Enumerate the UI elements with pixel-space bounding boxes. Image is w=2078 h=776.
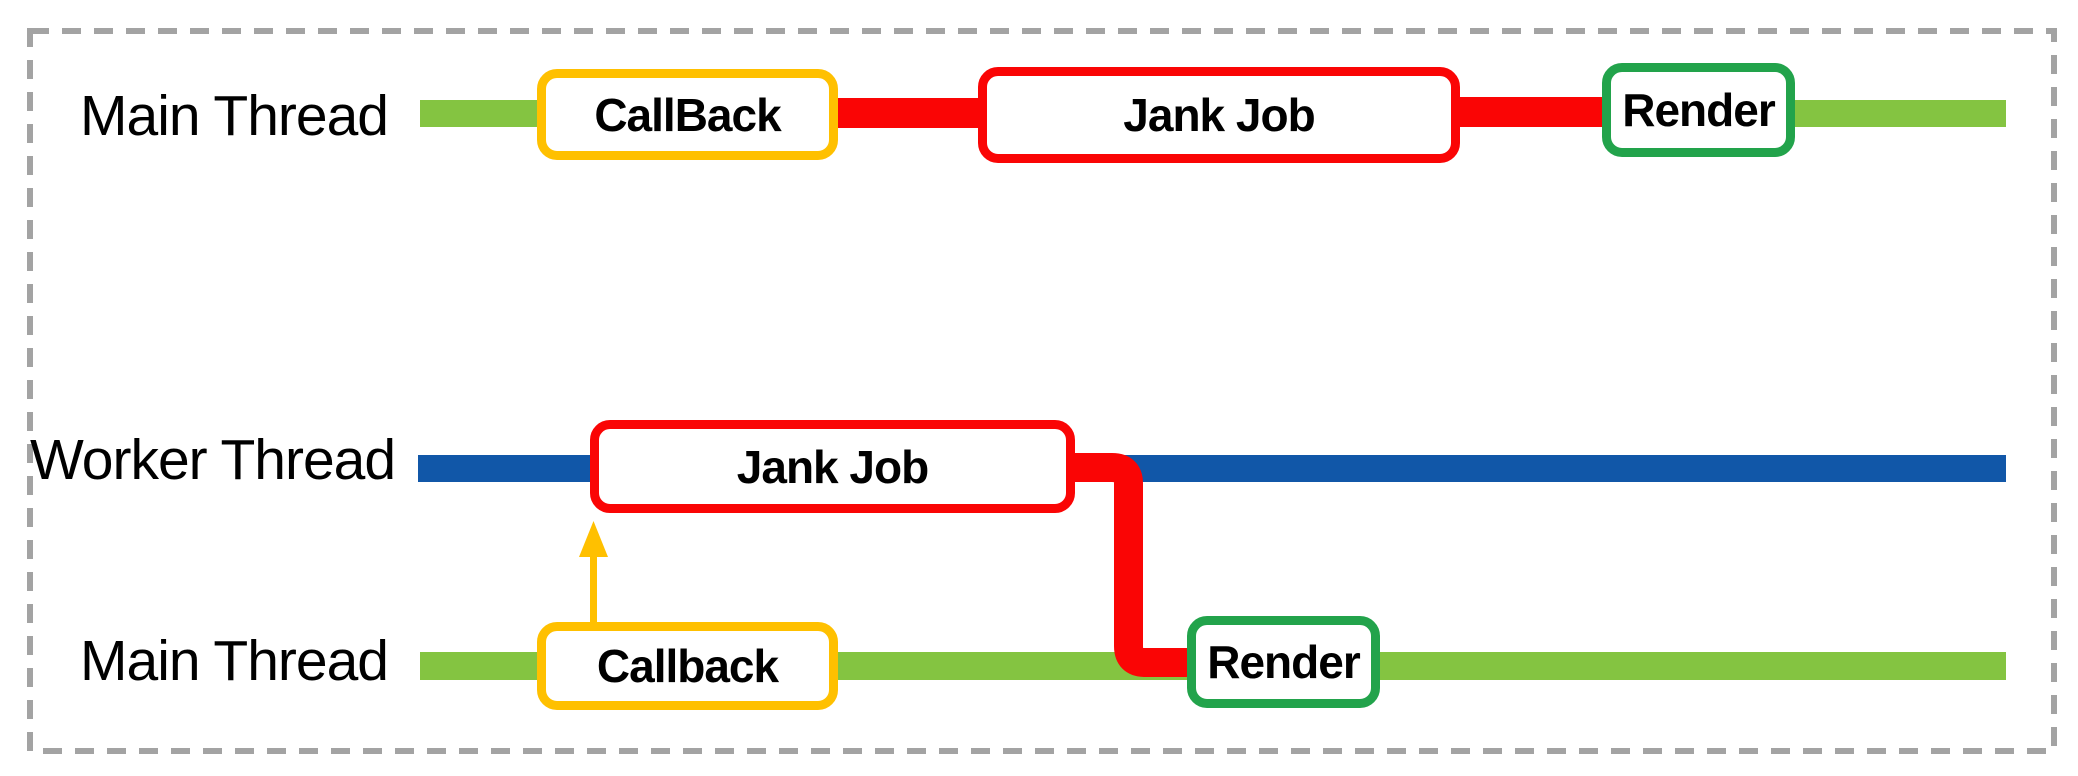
connector-jank-to-render bbox=[1452, 97, 1608, 127]
jank-job-box-worker: Jank Job bbox=[590, 420, 1075, 513]
render-box-top: Render bbox=[1602, 63, 1795, 157]
dashed-frame bbox=[27, 28, 2057, 754]
callback-arrow-icon bbox=[579, 521, 608, 626]
callback-box-top-label: CallBack bbox=[594, 88, 781, 141]
jank-job-box-worker-label: Jank Job bbox=[736, 440, 929, 493]
jank-to-render-connector bbox=[1062, 453, 1192, 677]
callback-arrow-head bbox=[579, 521, 608, 557]
worker-thread-label: Worker Thread bbox=[30, 428, 396, 492]
render-box-bottom-label: Render bbox=[1207, 636, 1360, 688]
jank-job-box-top: Jank Job bbox=[978, 67, 1460, 163]
jank-job-box-top-label: Jank Job bbox=[1123, 89, 1315, 141]
main-thread-label-top: Main Thread bbox=[80, 84, 389, 148]
render-box-bottom: Render bbox=[1187, 616, 1380, 708]
main-thread-label-bottom: Main Thread bbox=[80, 629, 389, 693]
callback-box-top: CallBack bbox=[537, 69, 838, 160]
connector-callback-to-jank bbox=[832, 98, 984, 128]
render-box-top-label: Render bbox=[1622, 84, 1775, 136]
callback-box-bottom: Callback bbox=[537, 622, 838, 710]
callback-box-bottom-label: Callback bbox=[596, 640, 779, 692]
